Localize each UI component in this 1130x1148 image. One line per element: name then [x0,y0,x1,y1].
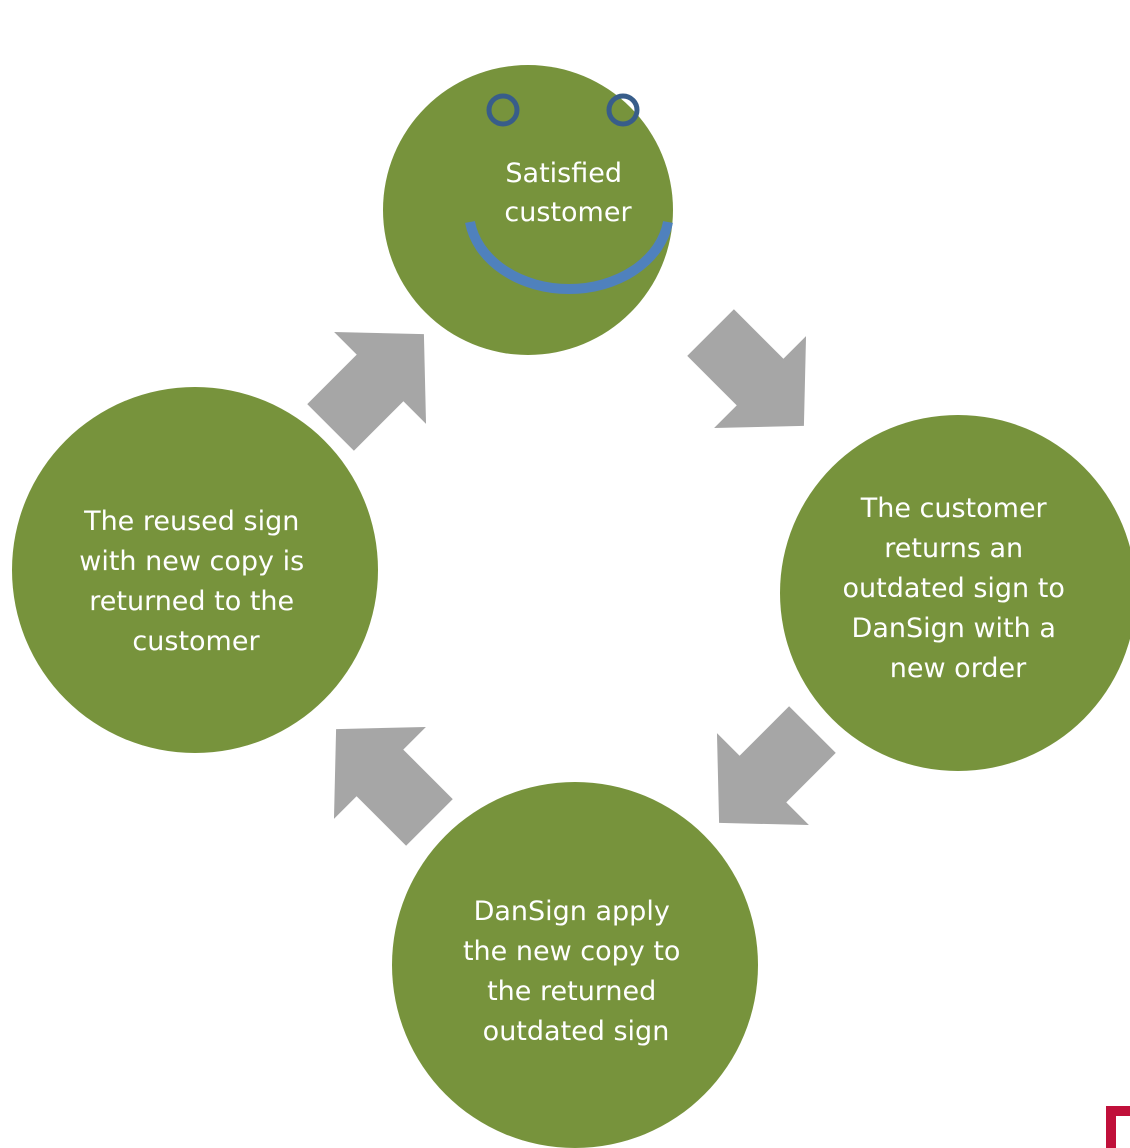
node-line: outdated sign to [843,573,1065,604]
smiley-right-eye-icon [606,93,640,127]
node-label-reused: The reused sign with new copy is returne… [79,506,312,657]
node-line: The reused sign [83,506,299,537]
arrow-reused-to-satisfied [307,331,427,451]
node-line: returned to the [89,586,294,617]
node-line: returns an [884,533,1023,564]
node-customer-returns-sign [780,415,1130,771]
node-line: with new copy is [79,546,304,577]
node-line: Satisfied [505,158,622,189]
arrow-apply-to-reused [333,726,453,846]
node-dansign-apply-copy [392,782,758,1148]
node-line: the returned [487,976,656,1007]
smiley-mouth-icon [465,221,673,294]
smiley-left-eye-icon [486,93,520,127]
node-label-returns: The customer returns an outdated sign to… [843,493,1074,684]
node-line: customer [132,626,260,657]
node-line: DanSign apply [474,896,670,927]
node-line: outdated sign [483,1016,670,1047]
node-line: the new copy to [463,936,680,967]
node-reused-sign-returned [12,387,378,753]
arrow-right-icon [333,726,453,846]
node-line: new order [890,653,1027,684]
node-line: DanSign with a [852,613,1056,644]
logo-inner-cutout [1116,1116,1130,1148]
arrow-right-icon [307,331,427,451]
node-label-satisfied: Satisfied customer [504,158,632,228]
arrow-satisfied-to-returns [687,309,807,429]
node-label-apply: DanSign apply the new copy to the return… [463,896,689,1047]
arrow-right-icon [716,706,836,826]
arrow-right-icon [687,309,807,429]
node-line: The customer [860,493,1048,524]
node-line: customer [504,197,632,228]
dansign-logo-icon [1106,1106,1130,1148]
arrow-returns-to-apply [716,706,836,826]
